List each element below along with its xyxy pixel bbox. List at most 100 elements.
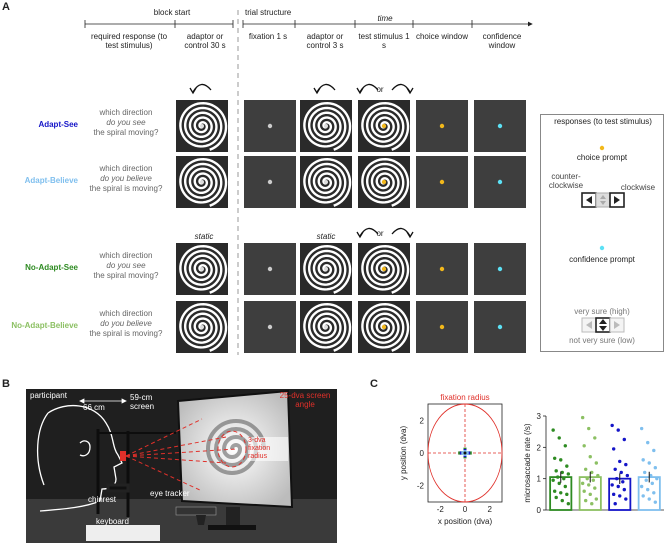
responses-box: responses (to test stimulus) <box>540 114 664 352</box>
question-line: the spiral moving? <box>93 271 159 280</box>
stimulus-tile <box>358 301 410 353</box>
bar-y-label: microsaccade rate (/s) <box>523 423 532 502</box>
bar-point <box>644 478 648 482</box>
row-label-no-adapt-see: No-Adapt-See <box>25 263 78 272</box>
bar-y-tick: 0 <box>537 506 542 515</box>
bar-point <box>580 415 585 420</box>
monitor <box>176 389 294 530</box>
stimulus-tile <box>358 156 410 208</box>
scatter-y-tick: 2 <box>420 416 425 425</box>
row-label-adapt-believe: Adapt-Believe <box>24 176 78 185</box>
gaze-center <box>463 451 467 455</box>
scatter-x-tick: 2 <box>487 505 492 514</box>
col-choice-window: choice window <box>415 32 469 41</box>
bar-point <box>590 470 594 475</box>
test-fixation-dot <box>381 179 387 185</box>
static-label-block: static <box>194 232 214 241</box>
bar-point <box>552 489 557 493</box>
scatter-x-tick: 0 <box>463 505 468 514</box>
bar-point <box>562 476 566 481</box>
screen-59-label: 59-cm screen <box>130 393 155 411</box>
distance-66-label: 66 cm <box>83 403 105 412</box>
confidence-keys <box>581 317 625 333</box>
ccw-arrow-icon <box>189 83 212 95</box>
bar-point <box>611 492 616 497</box>
chinrest-frame <box>96 429 176 517</box>
question-line: which direction <box>99 108 153 117</box>
bar-point <box>587 426 591 431</box>
static-label-trial: static <box>316 232 336 241</box>
scatter-y-tick: 0 <box>420 449 425 458</box>
bar-point <box>566 502 571 506</box>
bar-point <box>551 478 555 482</box>
col-adaptor-block: adaptor or control 30 s <box>184 32 226 50</box>
bar-point <box>565 464 569 468</box>
choice-prompt-dot <box>599 145 605 151</box>
bar-point <box>618 494 622 498</box>
col-confidence-window: confidence window <box>482 32 522 50</box>
question-line: do you see <box>106 118 146 127</box>
fix-dot <box>267 266 273 272</box>
responses-graphics <box>581 145 625 333</box>
bar-point <box>582 489 586 493</box>
bar-point <box>646 487 650 492</box>
scatter-y-tick: -2 <box>417 482 425 491</box>
bar-point <box>610 423 614 428</box>
bar-point <box>588 492 592 497</box>
very-sure-label: very sure (high) <box>574 307 630 316</box>
bar-point <box>646 440 650 445</box>
bar-point <box>583 498 588 503</box>
bar-point <box>554 495 558 500</box>
stimulus-tile <box>244 301 296 353</box>
ccw-arrow-icon <box>356 83 379 95</box>
cw-label: clockwise <box>620 183 656 192</box>
stimulus-tile <box>358 100 410 152</box>
stimulus-tile <box>416 100 468 152</box>
panel-a-label: A <box>2 1 10 13</box>
trial-structure-label: trial structure <box>245 8 292 17</box>
ccw-label: counter-clockwise <box>548 172 584 190</box>
confidence-prompt-label: confidence prompt <box>569 255 635 264</box>
bar-point <box>618 459 622 464</box>
confidence-prompt-dot <box>599 245 605 251</box>
bar-point <box>616 428 620 432</box>
bar-point <box>556 475 560 479</box>
bar-point <box>611 447 616 451</box>
panel-a-timeline <box>84 10 533 355</box>
conf-dot <box>497 179 503 185</box>
bar-point <box>557 481 561 486</box>
stimulus-tile <box>176 100 228 152</box>
bar-point <box>613 502 617 506</box>
question-line: the spiral is moving? <box>89 329 163 338</box>
bar-point <box>594 497 599 501</box>
ccw-arrow-icon <box>356 227 379 239</box>
bar-point <box>566 472 571 476</box>
stimulus-tile <box>300 156 352 208</box>
stimulus-tile <box>474 100 526 152</box>
fix-dot <box>267 179 273 185</box>
bar-point <box>587 483 591 487</box>
or-label: or <box>376 229 383 238</box>
or-label: or <box>376 85 383 94</box>
bar-point <box>557 436 561 440</box>
col-adaptor-trial: adaptor or control 3 s <box>306 32 344 50</box>
chinrest-label: chinrest <box>88 495 117 504</box>
bar-point <box>649 473 653 478</box>
participant-label: participant <box>30 391 67 400</box>
distance-arrows <box>79 398 127 404</box>
bar-point <box>594 461 599 465</box>
keyboard-device <box>86 525 160 541</box>
question-line: do you believe <box>100 319 152 328</box>
test-fixation-dot <box>381 123 387 129</box>
question-line: which direction <box>99 251 153 260</box>
bar-point <box>653 500 658 504</box>
bar-point <box>563 484 568 489</box>
visual-angle-rays <box>125 418 247 492</box>
choice-prompt-label: choice prompt <box>576 153 628 162</box>
stimulus-tile <box>244 100 296 152</box>
panel-b-label: B <box>2 378 10 390</box>
question-line: which direction <box>99 309 153 318</box>
